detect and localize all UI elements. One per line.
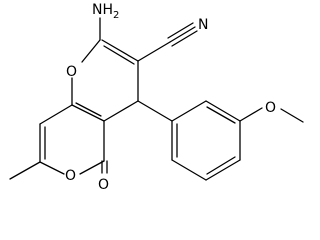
molecule-structure: NH2 N O O O O [9,2,304,193]
molecule-canvas: NH2 N O O O O [9,2,304,193]
pyran-ring [71,39,139,122]
pyran-substituents [99,17,198,122]
bond-c2-o1 [81,39,101,63]
ring-oxygen-top-label: O [66,64,77,80]
bond-o6-c5 [79,160,105,175]
bond-ar3-methoxy-o [239,107,263,122]
bond-cn-triple-1 [169,26,196,43]
bond-ar4-ar5-inner [206,156,236,175]
bond-c4a-c8a [71,104,105,122]
bond-c8a-c8 [39,104,73,125]
bond-methoxy-o-ch3 [280,108,304,123]
pyranone-ring [9,104,108,180]
bond-c2-c3-double [101,39,139,62]
bond-cn-triple-2 [167,22,194,39]
bond-ar1-ar2 [171,100,207,122]
bond-c7-o6 [39,161,65,175]
nitrile-nitrogen-label: N [198,17,208,33]
bond-c7-methyl [9,161,41,180]
bond-c4a-c8a-inner [75,102,102,117]
bond-c4-aryl [137,100,173,122]
bond-ar2-ar3 [205,100,241,122]
bond-c2-c3-double-inner [103,45,135,65]
bond-ar2-ar3-inner [206,106,236,124]
bond-cn-triple-3 [171,30,198,47]
methoxy-oxygen-label: O [265,100,276,116]
bond-ar4-ar5 [205,159,241,181]
carbonyl-oxygen-label: O [98,177,109,193]
lactone-ring-oxygen-label: O [65,168,76,184]
bond-c4-c4a [103,100,139,122]
amino-group-label: NH2 [92,2,119,21]
bond-c3-cn [137,41,171,62]
bond-ar5-ar6 [171,159,207,181]
methoxyphenyl-ring [171,100,304,181]
